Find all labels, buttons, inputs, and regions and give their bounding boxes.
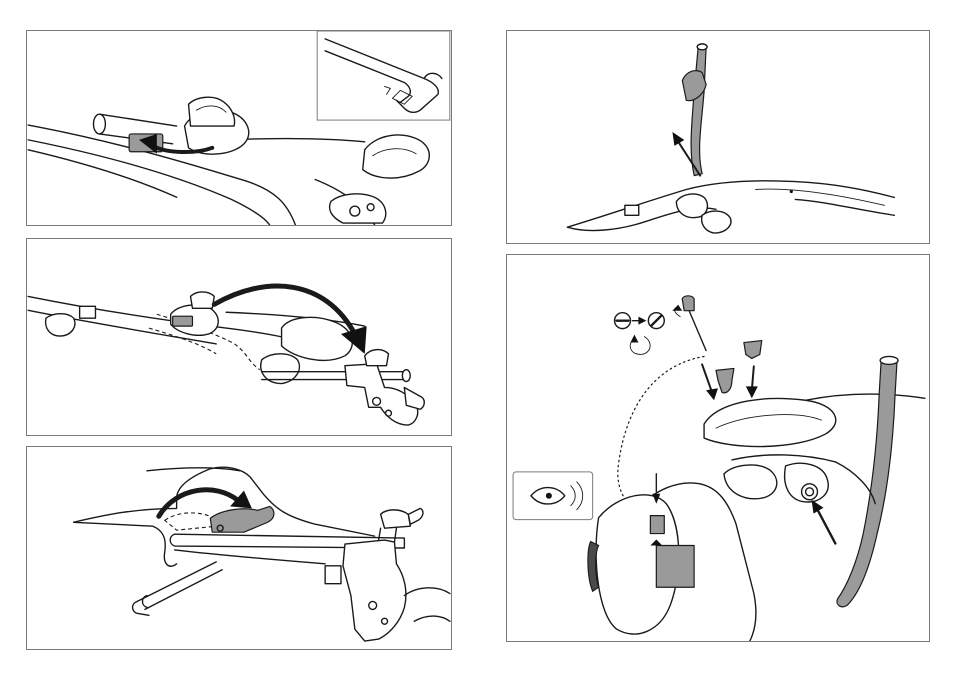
lock-cylinder-icon — [615, 313, 665, 329]
eye-inset — [513, 472, 593, 520]
step-4-illustration — [507, 31, 929, 243]
rotate-arrow-icon — [630, 335, 650, 355]
step-1-illustration — [27, 31, 451, 225]
screwdriver-icon — [672, 296, 706, 351]
panel-step-4 — [506, 30, 930, 244]
key-slot-part — [656, 545, 694, 587]
lock-core-part — [716, 368, 734, 392]
step-2-illustration — [27, 239, 451, 435]
roof-bar-profile-inset — [317, 31, 450, 120]
lock-pin-part — [744, 341, 762, 359]
step-3-illustration — [27, 447, 451, 649]
panel-step-3 — [26, 446, 452, 650]
panel-step-2 — [26, 238, 452, 436]
step-5-illustration — [507, 255, 929, 641]
panel-step-5 — [506, 254, 930, 642]
release-lever-part — [210, 506, 274, 532]
panel-step-1 — [26, 30, 452, 226]
frame-holder-tube — [691, 47, 706, 176]
lock-cylinder-part — [802, 484, 818, 500]
